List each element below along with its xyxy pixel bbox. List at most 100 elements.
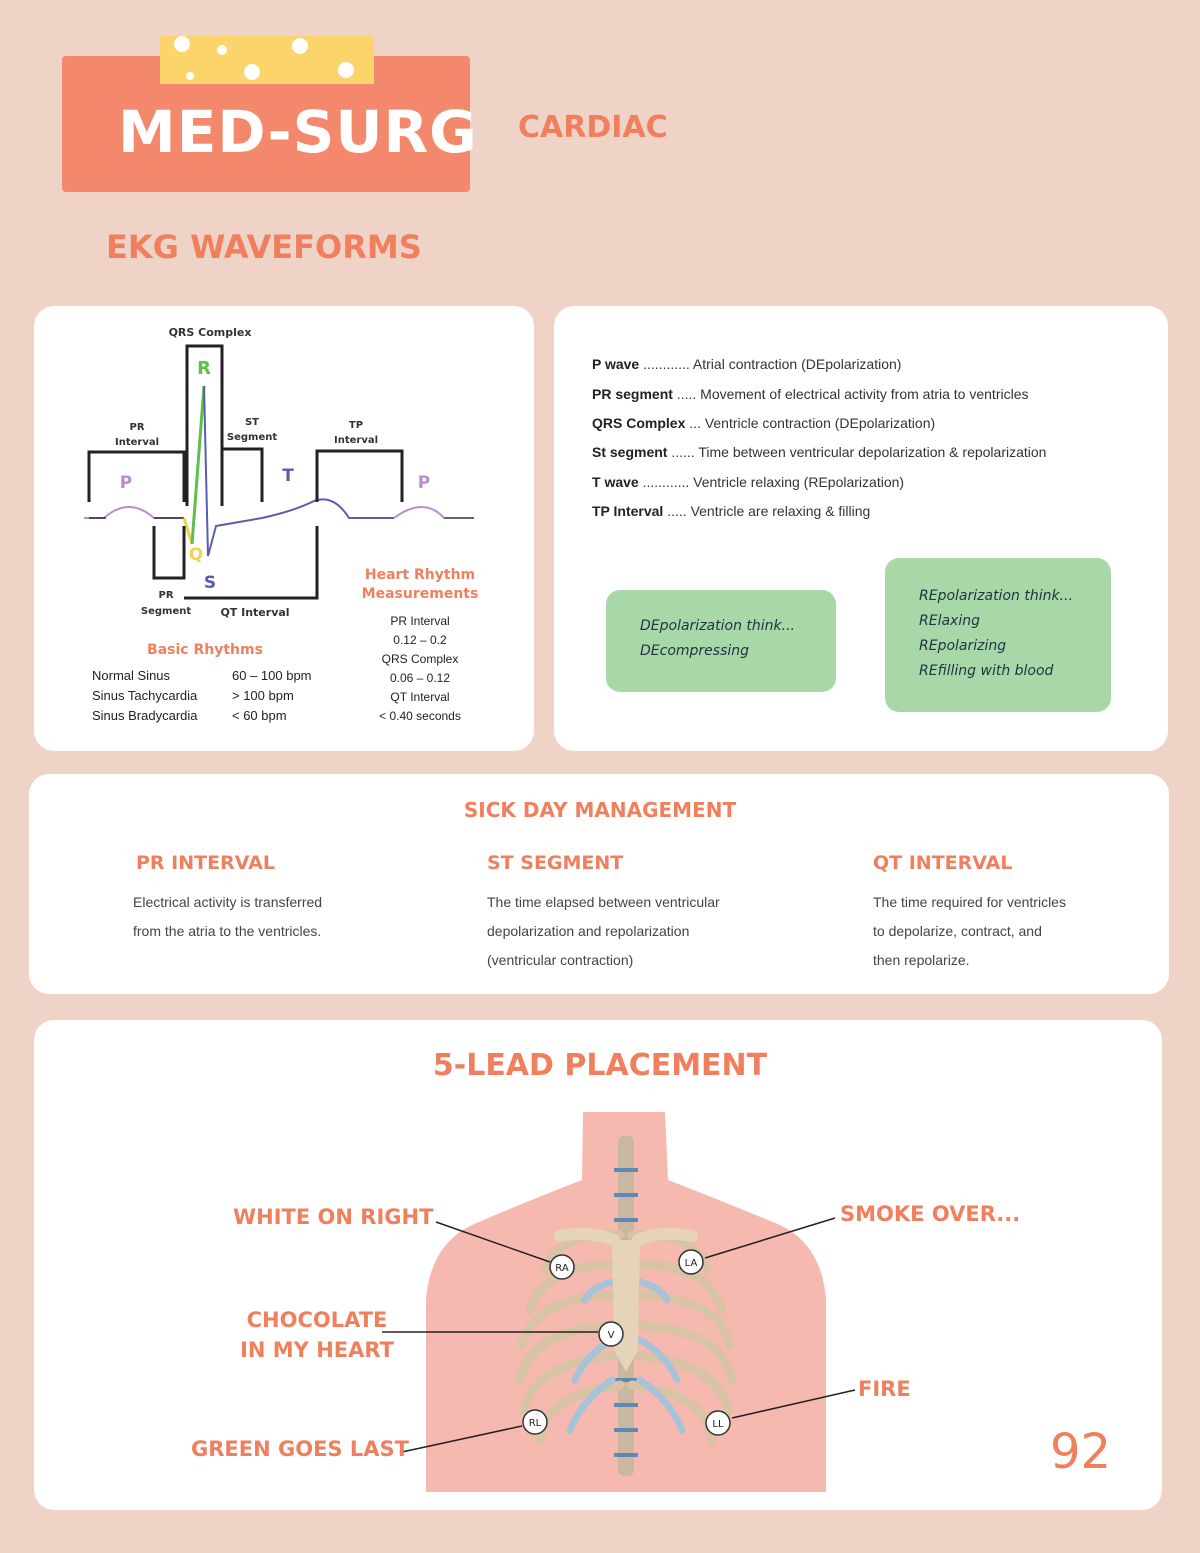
definition-term: St segment <box>592 444 668 460</box>
definition-text: Movement of electrical activity from atr… <box>700 386 1029 402</box>
definition-dots: ..... <box>672 386 701 402</box>
pr-interval-description: Electrical activity is transferred from … <box>133 888 443 946</box>
definition-dots: ............ <box>638 474 694 490</box>
qrs-complex-label: QRS Complex <box>169 326 252 339</box>
s-wave-label: S <box>204 573 216 593</box>
rhythm-name: Sinus Tachycardia <box>92 688 198 703</box>
q-wave-label: Q <box>189 545 203 565</box>
definition-term: TP Interval <box>592 503 664 519</box>
pr-interval-label-1: PR <box>129 422 144 433</box>
definition-text: Time between ventricular depolarization … <box>698 444 1047 460</box>
description-line: The time elapsed between ventricular <box>487 894 720 910</box>
rhythm-name: Normal Sinus <box>92 668 171 683</box>
measurements-title-line-1: Heart Rhythm <box>364 567 476 583</box>
measurements-list: PR Interval 0.12 – 0.2 QRS Complex 0.06 … <box>345 612 495 726</box>
v-electrode-label: V <box>608 1330 615 1341</box>
chocolate-label-line-1: CHOCOLATE <box>246 1308 388 1332</box>
st-segment-heading: ST SEGMENT <box>487 852 624 874</box>
measurement-value: 0.12 – 0.2 <box>393 633 447 647</box>
definition-text: Ventricle contraction (DEpolarization) <box>704 415 936 431</box>
measurement-value: < 0.40 seconds <box>379 709 461 723</box>
description-line: The time required for ventricles <box>873 894 1066 910</box>
ll-leader-line <box>731 1389 856 1419</box>
definition-row: TP Interval ..... Ventricle are relaxing… <box>592 503 870 519</box>
qt-interval-heading: QT INTERVAL <box>873 852 1013 874</box>
chocolate-label: CHOCOLATE IN MY HEART <box>237 1305 397 1365</box>
qt-interval-description: The time required for ventricles to depo… <box>873 888 1183 975</box>
ekg-diagram-card <box>34 306 534 751</box>
description-line: then repolarize. <box>873 952 970 968</box>
description-line: (ventricular contraction) <box>487 952 634 968</box>
definition-term: T wave <box>592 474 639 490</box>
rl-electrode-label: RL <box>529 1418 542 1429</box>
rhythm-rate: < 60 bpm <box>232 708 287 723</box>
r-wave-label: R <box>197 358 211 379</box>
depolarization-mnemonic-box: DEpolarization think... DEcompressing <box>606 590 836 692</box>
pr-interval-label-2: Interval <box>115 437 159 448</box>
definition-text: Atrial contraction (DEpolarization) <box>692 356 902 372</box>
definition-row: PR segment ..... Movement of electrical … <box>592 386 1029 402</box>
definition-row: P wave ............ Atrial contraction (… <box>592 356 901 372</box>
la-electrode-label: LA <box>685 1258 698 1269</box>
qt-interval-label: QT Interval <box>220 606 289 619</box>
pr-segment-label-2: Segment <box>141 606 191 617</box>
page-subtitle: CARDIAC <box>518 110 668 145</box>
t-wave-label: T <box>282 466 294 486</box>
ekg-waveform-diagram: R P P T Q S QRS Complex PR Interval ST S… <box>84 326 474 619</box>
description-line: Electrical activity is transferred <box>133 894 323 910</box>
section-title: EKG WAVEFORMS <box>106 228 422 266</box>
sick-day-card <box>29 774 1169 994</box>
banner-title: MED-SURG <box>118 98 478 166</box>
ra-electrode-label: RA <box>555 1263 569 1274</box>
definition-term: QRS Complex <box>592 415 686 431</box>
pr-segment-label-1: PR <box>158 590 173 601</box>
definition-dots: ............ <box>639 356 693 372</box>
definition-term: PR segment <box>592 386 673 402</box>
repolarization-mnemonic-box: REpolarization think... RElaxing REpolar… <box>885 558 1111 712</box>
description-line: from the atria to the ventricles. <box>133 923 322 939</box>
la-leader-line <box>704 1217 836 1259</box>
st-segment-label-1: ST <box>245 417 259 428</box>
basic-rhythms-title: Basic Rhythms <box>147 642 263 658</box>
measurement-value: 0.06 – 0.12 <box>389 671 451 685</box>
sick-day-title: SICK DAY MANAGEMENT <box>463 798 737 822</box>
definition-dots: ... <box>685 415 705 431</box>
basic-rhythms-table: Normal Sinus 60 – 100 bpm Sinus Tachycard… <box>92 666 312 726</box>
measurements-title-line-2: Measurements <box>361 586 479 602</box>
definition-row: T wave ............ Ventricle relaxing (… <box>592 474 904 490</box>
definition-dots: ...... <box>667 444 699 460</box>
page-number: 92 <box>1050 1424 1112 1480</box>
description-line: to depolarize, contract, and <box>873 923 1042 939</box>
rhythm-rate: 60 – 100 bpm <box>232 668 312 683</box>
smoke-over-label: SMOKE OVER... <box>840 1202 1021 1226</box>
mnemonic-line: REpolarizing <box>919 638 1007 654</box>
white-on-right-label: WHITE ON RIGHT <box>233 1205 434 1229</box>
mnemonic-line: DEpolarization think... <box>640 618 795 634</box>
st-segment-description: The time elapsed between ventricular dep… <box>487 888 797 975</box>
washi-tape-decoration <box>160 36 374 84</box>
p-wave-label-right: P <box>418 473 430 493</box>
rhythm-rate: > 100 bpm <box>232 688 294 703</box>
description-line: depolarization and repolarization <box>487 923 690 939</box>
ra-leader-line <box>435 1221 551 1263</box>
st-segment-label-2: Segment <box>227 432 277 443</box>
rl-electrode-icon <box>522 1409 548 1435</box>
p-wave-label-left: P <box>120 473 132 493</box>
mnemonic-line: DEcompressing <box>640 643 750 659</box>
measurements-title: Heart Rhythm Measurements <box>345 566 495 604</box>
flower-icons <box>174 36 354 80</box>
ll-electrode-label: LL <box>712 1419 724 1430</box>
ll-electrode-icon <box>705 1410 731 1436</box>
fire-label: FIRE <box>858 1377 911 1401</box>
definition-term: P wave <box>592 356 640 372</box>
mnemonic-line: RElaxing <box>919 613 980 629</box>
mnemonic-line: REpolarization think... <box>919 588 1073 604</box>
definition-dots: ..... <box>663 503 691 519</box>
la-electrode-icon <box>678 1249 704 1275</box>
definition-text: Ventricle relaxing (REpolarization) <box>693 474 905 490</box>
pr-interval-heading: PR INTERVAL <box>136 852 275 874</box>
ra-electrode-icon <box>549 1254 575 1280</box>
definition-text: Ventricle are relaxing & filling <box>690 503 871 519</box>
rhythm-name: Sinus Bradycardia <box>92 708 198 723</box>
